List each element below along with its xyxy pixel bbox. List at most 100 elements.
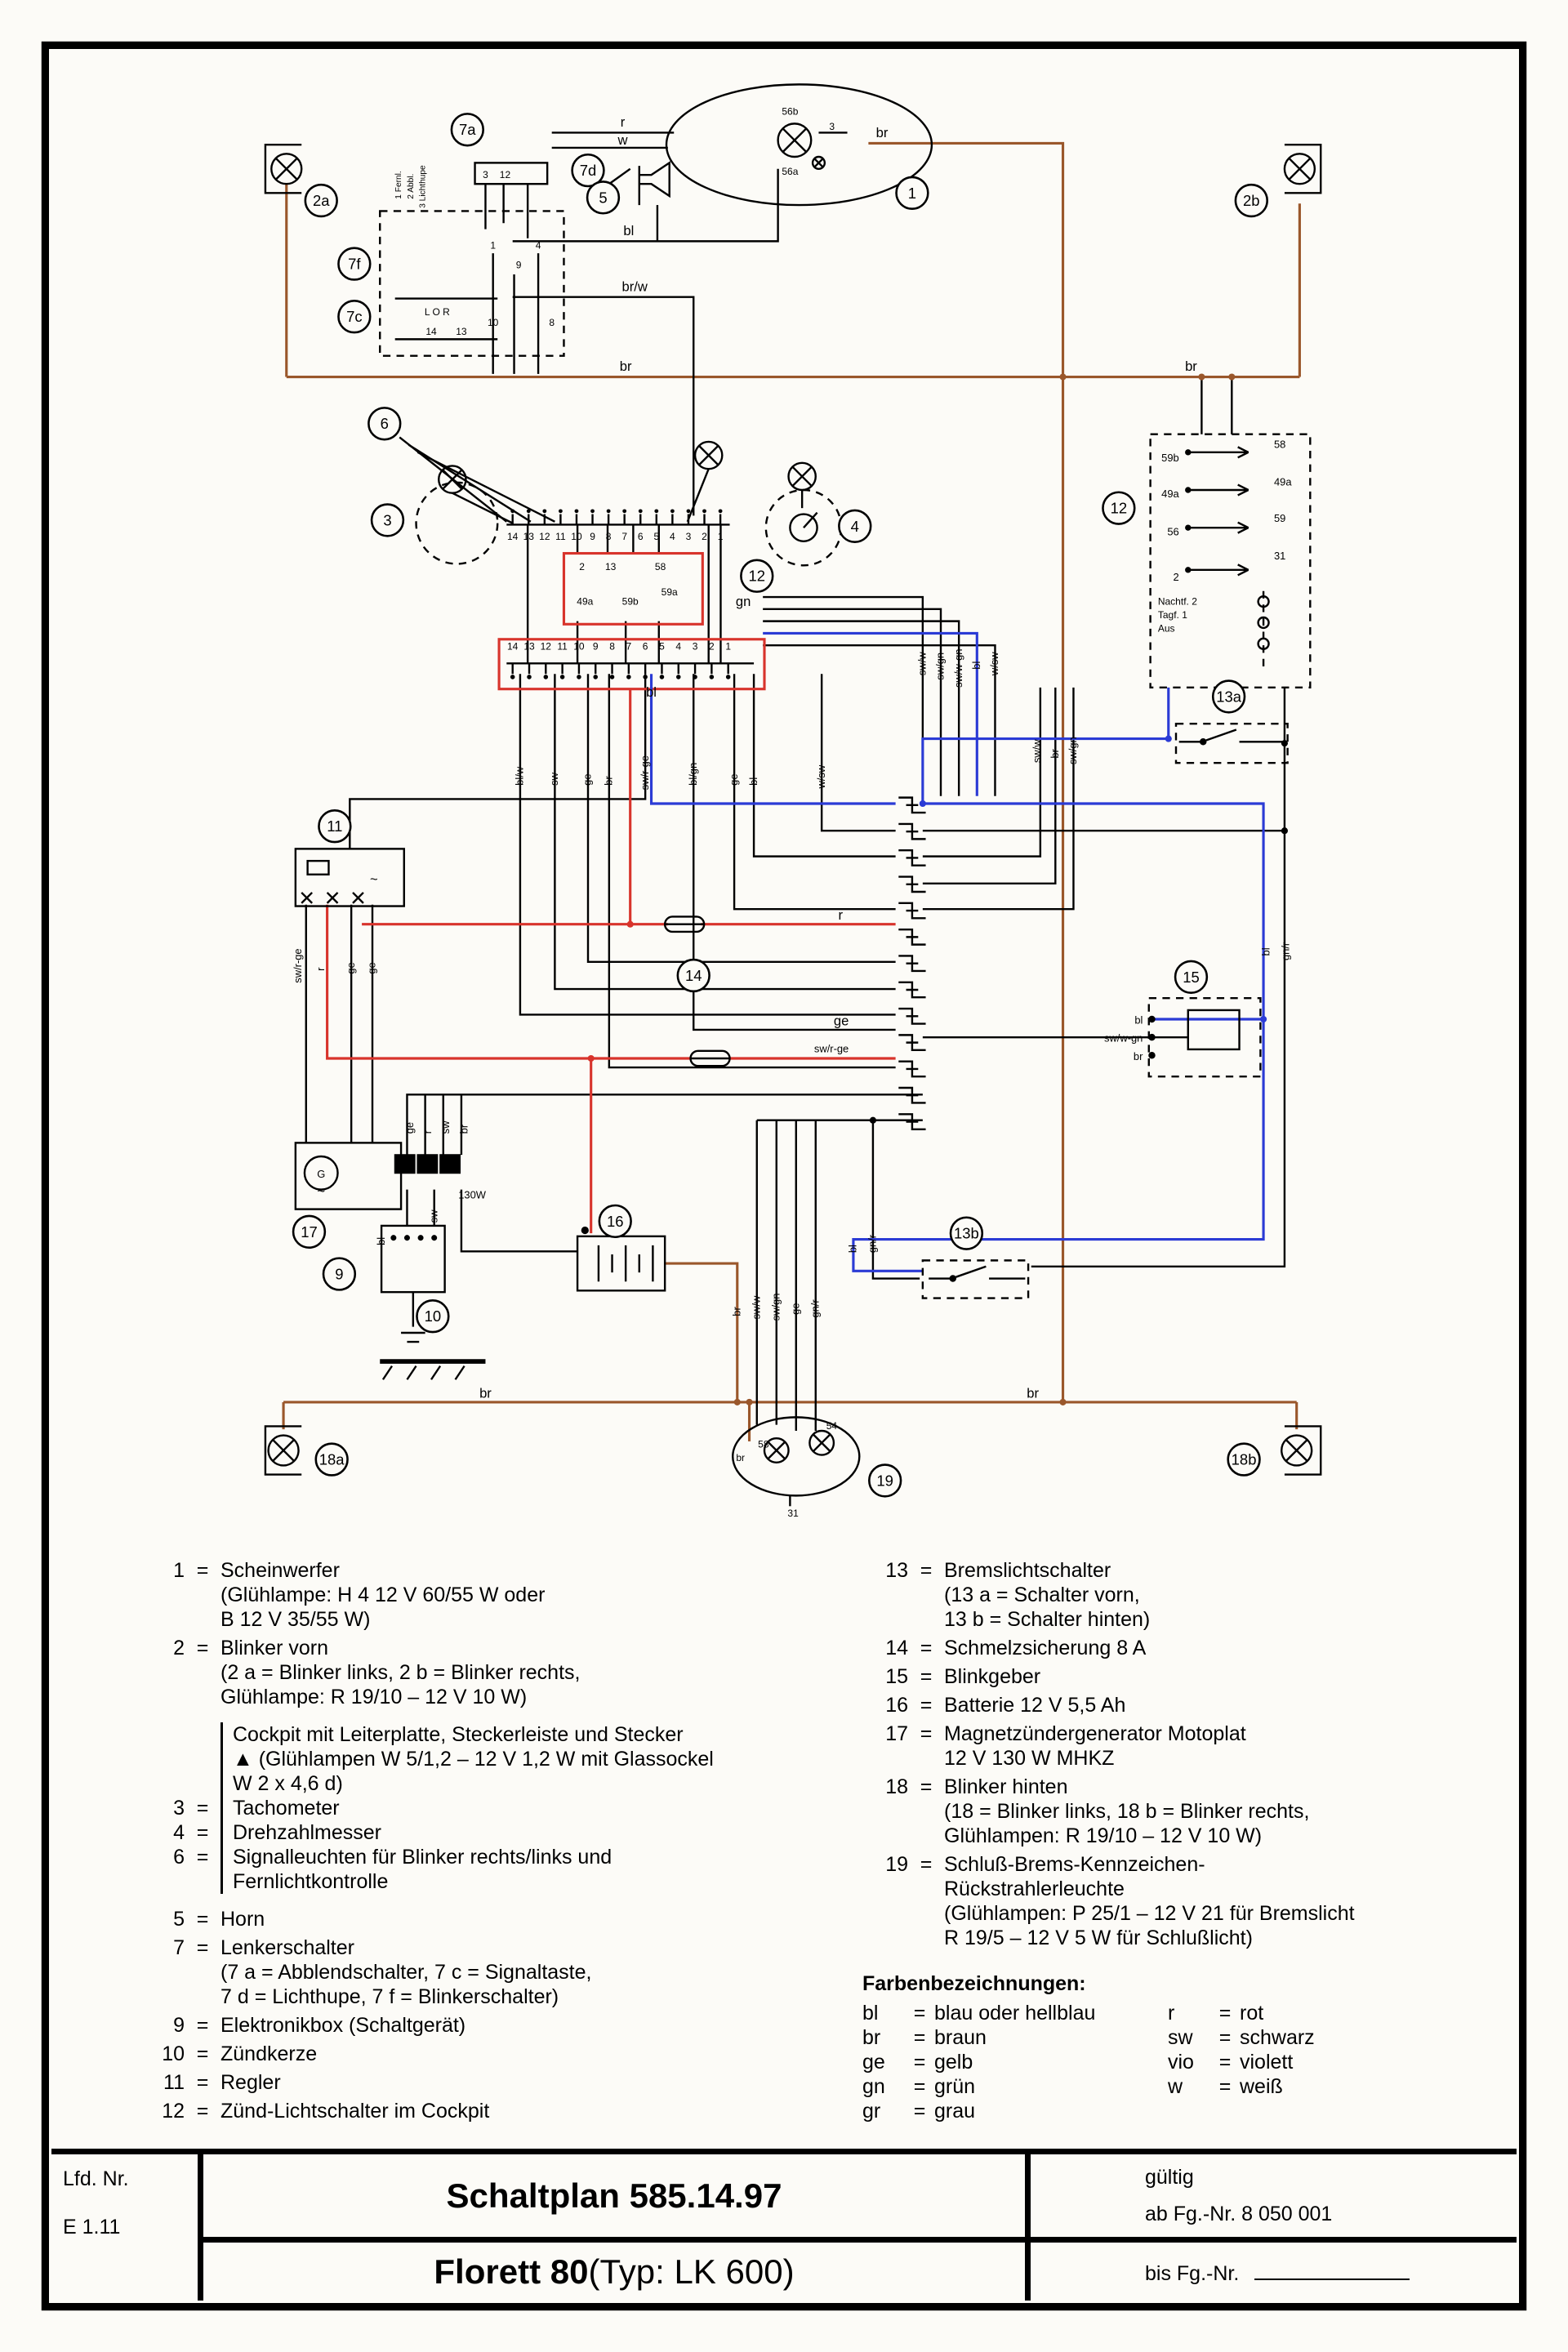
- spark-plug-icon: [401, 1331, 425, 1343]
- color-name: braun: [934, 2026, 987, 2049]
- junction-dot: [686, 509, 691, 514]
- junction-dot: [746, 1398, 753, 1405]
- junction-dot: [869, 1116, 876, 1124]
- terminal-number: 5: [659, 641, 665, 653]
- wire-label: r: [838, 907, 843, 923]
- legend-item-9: 9=Elektronikbox (Schaltgerät): [139, 2013, 833, 2038]
- junction-dot: [733, 1398, 741, 1405]
- wire-label: ge: [789, 1303, 801, 1314]
- component-marker-5: 5: [586, 180, 621, 215]
- wire-label: br: [876, 125, 889, 140]
- junction-dot: [1059, 373, 1067, 381]
- wire-label: sw/r-ge: [814, 1043, 849, 1055]
- color-equals: =: [913, 2026, 926, 2049]
- wire-label: r: [314, 967, 327, 971]
- component-marker-label: 7d: [580, 162, 597, 179]
- legend-line: 7 d = Lichthupe, 7 f = Blinkerschalter): [220, 1985, 559, 2008]
- color-equals: =: [1218, 2026, 1232, 2049]
- legend-item-10: 10=Zündkerze: [139, 2042, 833, 2066]
- component-marker-label: 3: [383, 511, 391, 528]
- legend-item-1: 1=Scheinwerfer(Glühlampe: H 4 12 V 60/55…: [139, 1558, 833, 1632]
- color-equals: =: [913, 2051, 926, 2074]
- legend-line: Glühlampen: R 19/10 – 12 V 10 W): [944, 1824, 1263, 1847]
- wire-label: L O R: [425, 306, 450, 318]
- legend-line: Blinkgeber: [944, 1665, 1041, 1688]
- regulator-box: [294, 848, 405, 907]
- legend-equals: =: [920, 1637, 933, 1659]
- lamp-icon: [808, 1429, 835, 1456]
- legend-item-text: Signalleuchten für Blinker rechts/links …: [220, 1845, 833, 1894]
- wire-label: ge: [403, 1122, 416, 1134]
- battery-box: [576, 1235, 666, 1292]
- lamp-icon: [1283, 153, 1316, 185]
- wire-label: bl: [1259, 947, 1272, 956]
- wire-label: 130W: [458, 1189, 487, 1201]
- legend-line: Regler: [220, 2071, 281, 2094]
- color-name: grün: [934, 2075, 976, 2098]
- wire-label: br: [1185, 359, 1197, 374]
- legend-line: Rückstrahlerleuchte: [944, 1878, 1125, 1900]
- legend-line: (7 a = Abblendschalter, 7 c = Signaltast…: [220, 1961, 592, 1984]
- color-abbr: sw: [1168, 2026, 1193, 2049]
- lamp-icon: [763, 1437, 790, 1463]
- component-marker-label: 18a: [319, 1451, 345, 1468]
- terminal-number: 14: [507, 531, 519, 542]
- component-marker-7a: 7a: [450, 113, 484, 147]
- component-marker-3: 3: [370, 503, 405, 537]
- junction-dot: [709, 675, 715, 679]
- legend-item-number: 14: [885, 1637, 908, 1659]
- color-abbr: bl: [862, 2002, 879, 2025]
- component-marker-18a: 18a: [314, 1442, 349, 1477]
- wire-label: 12: [500, 169, 511, 180]
- legend-item-4: 4=Drehzahlmesser: [139, 1820, 833, 1845]
- color-abbr: gr: [862, 2100, 881, 2123]
- legend-item-number: 15: [885, 1665, 908, 1688]
- color-name: grau: [934, 2100, 976, 2123]
- component-marker-16: 16: [598, 1204, 632, 1239]
- validity-cell: gültig ab Fg.-Nr. 8 050 001: [1025, 2154, 1517, 2237]
- junction-dot: [626, 920, 634, 928]
- legend-item-text: Schmelzsicherung 8 A: [944, 1636, 1516, 1660]
- legend-item-number: 11: [163, 2071, 185, 2094]
- wire-label: br: [457, 1124, 470, 1134]
- junction-dot: [1165, 735, 1172, 742]
- wire-label: 8: [549, 317, 555, 328]
- legend-equals: =: [196, 2042, 209, 2065]
- generated-symbols: [267, 122, 1316, 1467]
- junction-dot: [526, 509, 531, 514]
- legend-item-14: 14 = Schmelzsicherung 8 A: [862, 1636, 1516, 1660]
- component-marker-label: 1: [908, 185, 916, 202]
- wire-label: 59b: [622, 595, 639, 607]
- component-marker-label: 6: [381, 415, 389, 432]
- wire-label: 3 Lichthupe: [419, 165, 428, 208]
- terminal-number: 14: [507, 641, 519, 653]
- terminal-number: 4: [675, 641, 681, 653]
- color-name: rot: [1240, 2002, 1264, 2025]
- lfd-nr-label: Lfd. Nr.: [63, 2167, 129, 2190]
- legend-equals: =: [920, 1665, 933, 1688]
- wire-label: sw/w-gn: [1104, 1032, 1143, 1045]
- legend-line: Bremslichtschalter: [944, 1559, 1111, 1582]
- legend-line: Elektronikbox (Schaltgerät): [220, 2014, 466, 2037]
- wire-label: sw: [439, 1120, 452, 1134]
- wire-label: 2: [1174, 571, 1179, 583]
- junction-dot: [643, 675, 648, 679]
- wire-label: br: [603, 776, 615, 786]
- terminal-number: 4: [670, 531, 675, 542]
- wire-label: bl/gn: [687, 763, 699, 786]
- junction-dot: [1281, 827, 1288, 835]
- color-legend-row-r: r=rot: [1168, 2001, 1315, 2025]
- component-marker-13b: 13b: [949, 1216, 984, 1250]
- component-symbols: [264, 83, 1322, 1507]
- wire-label: 49a: [1161, 488, 1179, 500]
- component-marker-label: 10: [425, 1307, 442, 1325]
- terminal-number: 7: [621, 531, 627, 542]
- legend-item-2: 2=Blinker vorn(2 a = Blinker links, 2 b …: [139, 1636, 833, 1709]
- color-equals: =: [1218, 2051, 1232, 2074]
- legend-item-text: Tachometer: [220, 1796, 833, 1820]
- legend-line: R 19/5 – 12 V 5 W für Schlußlicht): [944, 1927, 1253, 1949]
- wire-label: 59a: [662, 586, 678, 598]
- legend-equals: =: [196, 1908, 209, 1931]
- junction-dot: [559, 509, 563, 514]
